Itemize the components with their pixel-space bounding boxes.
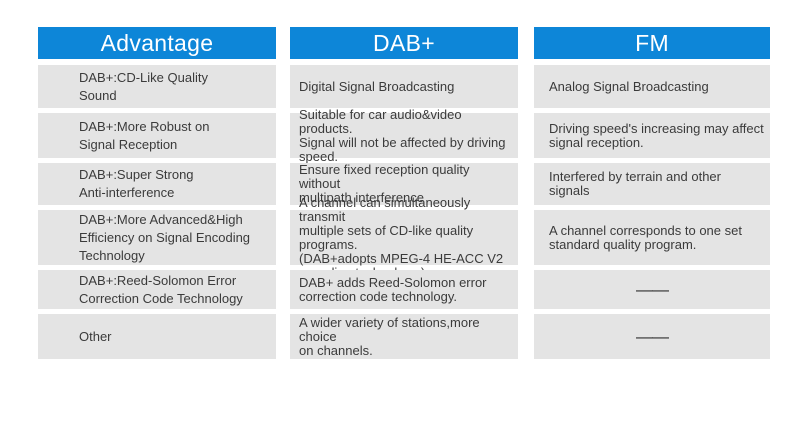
cell-advantage-row4: DAB+:Reed-Solomon Error Correction Code … xyxy=(38,270,276,309)
column-header-dab-plus: DAB+ xyxy=(290,27,518,59)
column-advantage: Advantage DAB+:CD-Like Quality Sound DAB… xyxy=(38,27,276,359)
cell-text: DAB+:More Robust on Signal Reception xyxy=(79,118,210,152)
cell-text: DAB+ adds Reed-Solomon error correction … xyxy=(299,274,487,304)
cell-text: A channel can simultaneously transmit mu… xyxy=(299,194,504,279)
cell-dab-row5: A wider variety of stations,more choice … xyxy=(290,314,518,359)
cell-text: Interfered by terrain and other signals xyxy=(549,169,721,198)
dash-placeholder: —— xyxy=(636,326,669,346)
cell-fm-row5-dash: —— xyxy=(534,314,770,359)
cell-dab-row4: DAB+ adds Reed-Solomon error correction … xyxy=(290,270,518,309)
cell-text: Driving speed's increasing may affect si… xyxy=(549,120,764,150)
cell-dab-row0: Digital Signal Broadcasting xyxy=(290,65,518,108)
cell-fm-row1: Driving speed's increasing may affect si… xyxy=(534,113,770,158)
cell-text: A channel corresponds to one set standar… xyxy=(549,222,742,252)
cell-fm-row0: Analog Signal Broadcasting xyxy=(534,65,770,108)
cell-advantage-row5: Other xyxy=(38,314,276,359)
cell-fm-row4-dash: —— xyxy=(534,270,770,309)
cell-dab-row1: Suitable for car audio&video products. S… xyxy=(290,107,518,163)
cell-text: Suitable for car audio&video products. S… xyxy=(299,106,506,164)
cell-text: DAB+:Super Strong Anti-interference xyxy=(79,167,194,200)
comparison-table: Advantage DAB+:CD-Like Quality Sound DAB… xyxy=(38,27,770,359)
cell-advantage-row2: DAB+:Super Strong Anti-interference xyxy=(38,163,276,205)
column-dab-plus: DAB+ Digital Signal Broadcasting Suitabl… xyxy=(290,27,518,359)
cell-text: DAB+:CD-Like Quality Sound xyxy=(79,69,208,103)
cell-advantage-row1: DAB+:More Robust on Signal Reception xyxy=(38,113,276,158)
cell-text: Ensure fixed reception quality without m… xyxy=(299,162,470,205)
cell-dab-row3: A channel can simultaneously transmit mu… xyxy=(290,195,518,279)
cell-text: Analog Signal Broadcasting xyxy=(549,78,709,94)
cell-fm-row3: A channel corresponds to one set standar… xyxy=(534,210,770,265)
cell-text: Digital Signal Broadcasting xyxy=(299,78,455,94)
cell-dab-row2: Ensure fixed reception quality without m… xyxy=(290,163,518,205)
dash-placeholder: —— xyxy=(636,279,669,299)
cell-advantage-row3: DAB+:More Advanced&High Efficiency on Si… xyxy=(38,210,276,265)
column-header-fm: FM xyxy=(534,27,770,59)
cell-text: DAB+:More Advanced&High Efficiency on Si… xyxy=(79,211,251,263)
cell-text: DAB+:Reed-Solomon Error Correction Code … xyxy=(79,272,243,306)
cell-fm-row2: Interfered by terrain and other signals xyxy=(534,163,770,205)
cell-text: A wider variety of stations,more choice … xyxy=(299,314,480,358)
column-header-advantage: Advantage xyxy=(38,27,276,59)
cell-advantage-row0: DAB+:CD-Like Quality Sound xyxy=(38,65,276,108)
cell-text: Other xyxy=(79,328,112,344)
column-fm: FM Analog Signal Broadcasting Driving sp… xyxy=(534,27,770,359)
